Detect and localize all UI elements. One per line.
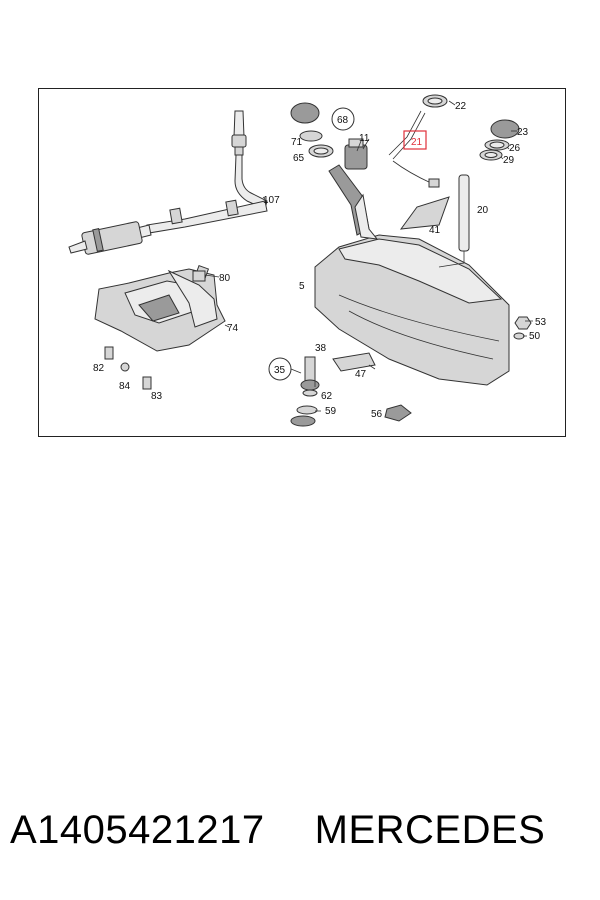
callout-circle-68 bbox=[331, 107, 355, 131]
callout-26: 26 bbox=[509, 143, 521, 154]
exploded-view-drawing: 107 71 68 65 11 22 21 23 26 29 20 41 80 … bbox=[68, 94, 547, 427]
callout-59: 59 bbox=[325, 406, 337, 417]
callout-83: 83 bbox=[151, 391, 163, 402]
callout-21: 21 bbox=[411, 137, 423, 148]
seal-stack-23-26-29 bbox=[479, 119, 520, 161]
callout-35: 35 bbox=[274, 365, 286, 376]
drain-plug-assembly bbox=[290, 356, 320, 427]
tube-20 bbox=[438, 174, 470, 268]
part-21-highlight-box bbox=[403, 130, 427, 150]
fuel-pump-module bbox=[344, 138, 370, 170]
fuel-tank bbox=[314, 164, 510, 386]
pad-41 bbox=[399, 196, 450, 230]
callout-65: 65 bbox=[293, 153, 305, 164]
part-80-clip bbox=[192, 270, 206, 282]
callout-53: 53 bbox=[535, 317, 547, 328]
callout-62: 62 bbox=[321, 391, 333, 402]
brand-name: MERCEDES bbox=[314, 807, 546, 852]
heat-shield-assembly bbox=[94, 264, 226, 390]
callout-22: 22 bbox=[455, 101, 467, 112]
callout-107: 107 bbox=[263, 195, 280, 206]
callout-11: 11 bbox=[359, 133, 370, 144]
seal-parts-71-65 bbox=[290, 102, 334, 158]
callout-38: 38 bbox=[315, 343, 327, 354]
callout-5: 5 bbox=[299, 281, 305, 292]
callout-71: 71 bbox=[291, 137, 303, 148]
callout-29: 29 bbox=[503, 155, 515, 166]
pad-47 bbox=[332, 352, 376, 372]
callout-50: 50 bbox=[529, 331, 541, 342]
part-number: A1405421217 bbox=[10, 807, 265, 852]
callout-56: 56 bbox=[371, 409, 383, 420]
part-info-footer: A1405421217 MERCEDES bbox=[10, 800, 590, 860]
nut-53-washer-50 bbox=[513, 316, 532, 340]
callout-20: 20 bbox=[477, 205, 489, 216]
callout-23: 23 bbox=[517, 127, 529, 138]
parts-diagram: 107 71 68 65 11 22 21 23 26 29 20 41 80 … bbox=[38, 88, 566, 437]
callout-80: 80 bbox=[219, 273, 231, 284]
callout-84: 84 bbox=[119, 381, 131, 392]
callout-74: 74 bbox=[227, 323, 239, 334]
callout-68: 68 bbox=[337, 115, 349, 126]
callout-47: 47 bbox=[355, 369, 367, 380]
level-sender-21-22 bbox=[388, 94, 448, 188]
callout-82: 82 bbox=[93, 363, 105, 374]
callout-41: 41 bbox=[429, 225, 441, 236]
part-56-clamp bbox=[384, 404, 412, 422]
breather-pipe-assembly bbox=[68, 110, 268, 255]
